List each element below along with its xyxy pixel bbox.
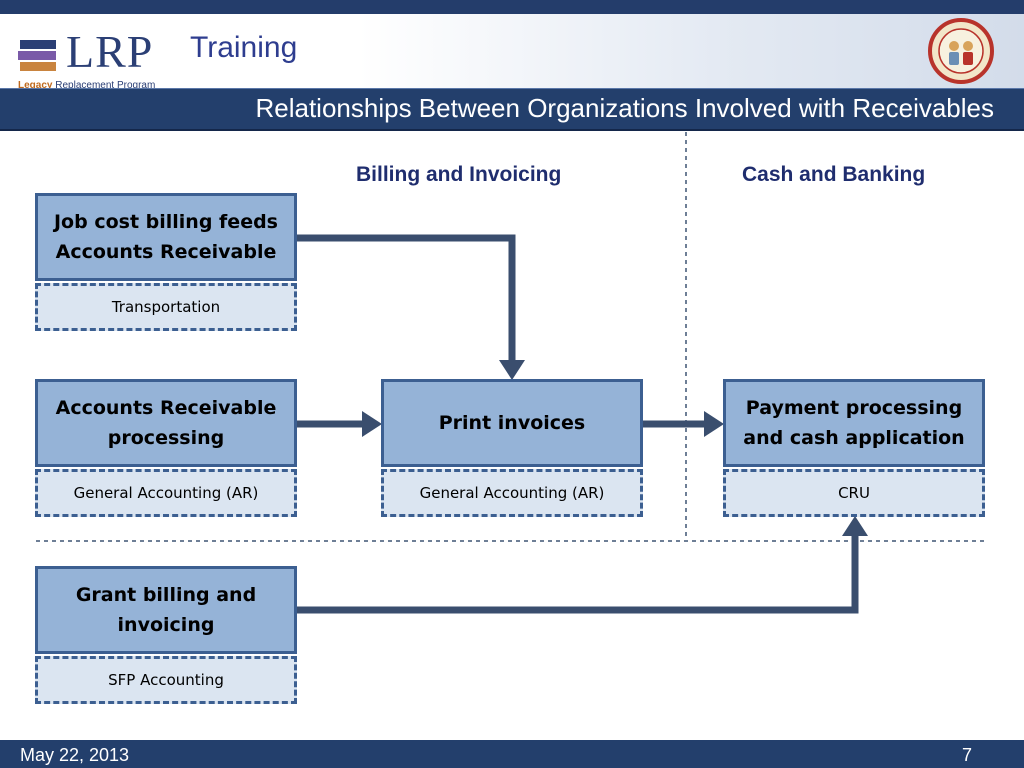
section-title: Training [190,31,298,64]
page-number: 7 [961,745,972,765]
organization-label: SFP Accounting [35,656,297,704]
process-box-print-invoices: Print invoices General Accounting (AR) [381,379,643,517]
page-title: Relationships Between Organizations Invo… [255,93,994,123]
footer-date: May 22, 2013 [20,745,130,765]
organization-label: General Accounting (AR) [35,469,297,517]
logo-subtitle: Legacy Replacement Program [18,80,155,91]
organization-label: CRU [723,469,985,517]
logo-text: LRP [66,26,154,77]
top-strip [0,0,1024,14]
process-box-ar-processing: Accounts Receivable processing General A… [35,379,297,517]
arrow-jobcost-to-print [296,234,516,362]
arrow-grant-to-cru [296,534,859,614]
arrow-head-right [704,411,724,437]
column-heading-cash: Cash and Banking [742,163,926,186]
column-heading-billing: Billing and Invoicing [356,163,562,186]
process-title: Grant billing and invoicing [35,566,297,654]
process-title: Print invoices [381,379,643,467]
arrow-head-right [362,411,382,437]
process-box-job-cost: Job cost billing feeds Accounts Receivab… [35,193,297,331]
arrow-head-down [499,360,525,380]
lrp-books-logo-icon [18,40,56,71]
organization-label: General Accounting (AR) [381,469,643,517]
organization-label: Transportation [35,283,297,331]
process-box-grant-billing: Grant billing and invoicing SFP Accounti… [35,566,297,704]
process-box-payment-processing: Payment processing and cash application … [723,379,985,517]
logo-subtitle-rest: Replacement Program [55,80,156,91]
logo-subtitle-legacy: Legacy [18,80,53,91]
process-title: Payment processing and cash application [723,379,985,467]
process-title: Accounts Receivable processing [35,379,297,467]
title-bar: Relationships Between Organizations Invo… [0,88,1024,131]
arrow-head-up [842,516,868,536]
footer: May 22, 2013 7 [0,740,1024,768]
process-title: Job cost billing feeds Accounts Receivab… [35,193,297,281]
header: LRP Legacy Replacement Program Training [0,14,1024,91]
board-of-education-seal-icon [928,18,994,84]
